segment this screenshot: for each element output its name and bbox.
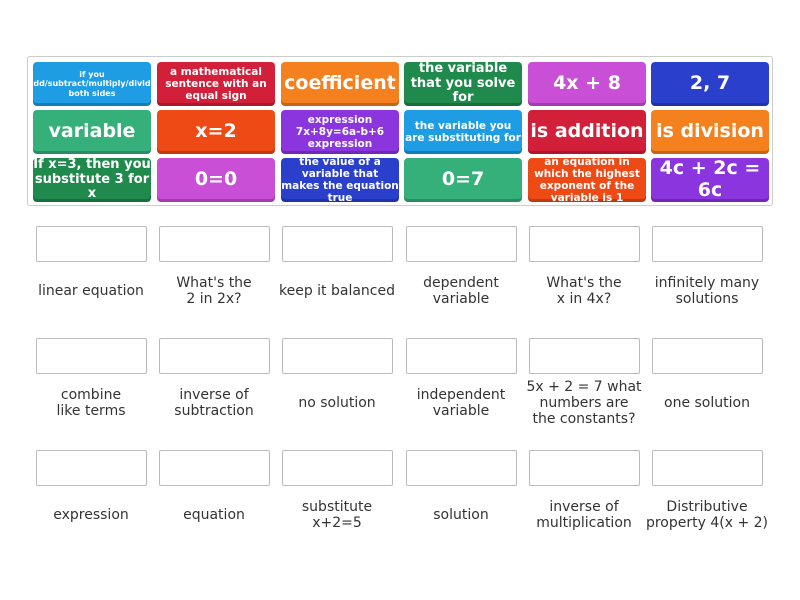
target-label: combine like terms — [56, 387, 126, 419]
drop-box[interactable] — [282, 226, 393, 262]
answer-tile[interactable]: the variable that you solve for — [404, 61, 522, 106]
drop-box[interactable] — [529, 226, 640, 262]
answer-tile[interactable]: a mathematical sentence with an equal si… — [157, 62, 275, 106]
drop-box[interactable] — [282, 450, 393, 486]
target-label: keep it balanced — [278, 283, 395, 299]
drop-box[interactable] — [159, 226, 270, 262]
drop-box[interactable] — [159, 450, 270, 486]
drop-box[interactable] — [406, 450, 517, 486]
target-label: solution — [433, 507, 489, 523]
answer-tile[interactable]: coefficient — [281, 62, 399, 106]
drop-box[interactable] — [406, 226, 517, 262]
drop-box[interactable] — [652, 226, 763, 262]
target-label: What's the x in 4x? — [546, 275, 622, 307]
answer-tile[interactable]: 0=7 — [404, 158, 522, 202]
drop-box[interactable] — [529, 450, 640, 486]
target-label: no solution — [298, 395, 376, 411]
tile-tray: if you add/subtract/multiply/divide both… — [27, 56, 773, 206]
drop-box[interactable] — [652, 338, 763, 374]
drop-box[interactable] — [406, 338, 517, 374]
target-label: infinitely many solutions — [654, 275, 760, 307]
target-label: one solution — [664, 395, 750, 411]
answer-tile[interactable]: x=2 — [157, 110, 275, 154]
drop-box[interactable] — [36, 450, 147, 486]
target-label: What's the 2 in 2x? — [176, 275, 252, 307]
drop-box[interactable] — [159, 338, 270, 374]
answer-tile[interactable]: the value of a variable that makes the e… — [281, 155, 399, 205]
answer-tile[interactable]: 4c + 2c = 6c — [651, 157, 769, 202]
target-label: 5x + 2 = 7 what numbers are the constant… — [526, 379, 642, 427]
answer-tile[interactable]: an equation in which the highest exponen… — [528, 156, 646, 204]
answer-tile[interactable]: 4x + 8 — [528, 62, 646, 106]
answer-tile[interactable]: if you add/subtract/multiply/divide both… — [28, 62, 156, 106]
target-label: Distributive property 4(x + 2) — [645, 499, 769, 531]
drop-box[interactable] — [36, 226, 147, 262]
target-label: independent variable — [416, 387, 506, 419]
answer-tile[interactable]: If x=3, then you substitute 3 for x — [33, 156, 151, 202]
drop-box[interactable] — [282, 338, 393, 374]
drop-box[interactable] — [36, 338, 147, 374]
target-label: inverse of multiplication — [536, 499, 632, 531]
target-label: dependent variable — [423, 275, 499, 307]
answer-tile[interactable]: 0=0 — [157, 158, 275, 202]
target-label: inverse of subtraction — [174, 387, 254, 419]
answer-tile[interactable]: the variable you are substituting for — [404, 110, 522, 154]
answer-tile[interactable]: variable — [33, 110, 151, 154]
answer-tile[interactable]: 2, 7 — [651, 62, 769, 106]
target-label: linear equation — [38, 283, 144, 299]
drop-box[interactable] — [652, 450, 763, 486]
target-label: equation — [183, 507, 245, 523]
target-label: expression — [53, 507, 129, 523]
answer-tile[interactable]: expression 7x+8y=6a-b+6 expression — [281, 110, 399, 154]
drop-box[interactable] — [529, 338, 640, 374]
target-label: substitute x+2=5 — [301, 499, 373, 531]
answer-tile[interactable]: is division — [651, 110, 769, 154]
answer-tile[interactable]: is addition — [528, 110, 646, 154]
